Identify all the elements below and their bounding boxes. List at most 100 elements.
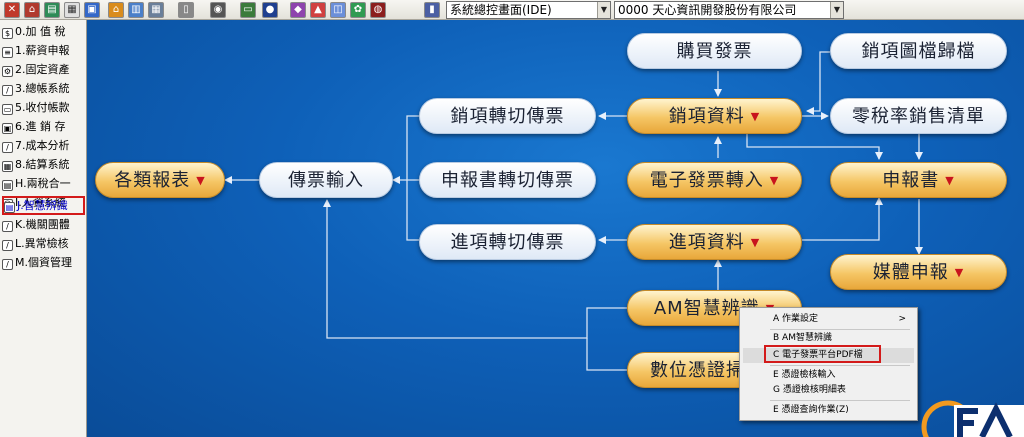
globe-icon[interactable]: ● <box>262 2 278 18</box>
sidebar-item-organizations[interactable]: /K.機關團體 <box>2 215 85 234</box>
menu-item-am-recognition[interactable]: B AM智慧辨識 <box>743 331 914 346</box>
menu-item-label: E 憑證檢核輸入 <box>773 370 836 380</box>
node-reports[interactable]: 各類報表 ▼ <box>95 162 225 198</box>
node-einvoice-import[interactable]: 電子發票轉入 ▼ <box>627 162 802 198</box>
node-label: 申報書轉切傳票 <box>441 170 574 191</box>
menu-item-voucher-query[interactable]: E 憑證查詢作業(Z) <box>743 403 914 418</box>
exit-icon[interactable]: ✕ <box>4 2 20 18</box>
sidebar-item-privacy[interactable]: /M.個資管理 <box>2 253 85 272</box>
pen-icon: / <box>2 221 13 232</box>
lock-icon[interactable]: ◆ <box>290 2 306 18</box>
monitor-icon[interactable]: ▭ <box>240 2 256 18</box>
ledger-icon[interactable]: ▤ <box>44 2 60 18</box>
sidebar-item-label: 7.成本分析 <box>15 139 70 152</box>
sidebar-item-vat[interactable]: $0.加 值 稅 <box>2 22 85 41</box>
dropdown-caret-icon[interactable]: ▼ <box>196 174 206 187</box>
highlight-callout <box>764 345 881 363</box>
image-icon[interactable]: ▲ <box>310 2 326 18</box>
menu-item-voucher-check-input[interactable]: E 憑證檢核輸入 <box>743 368 914 383</box>
sidebar-item-label: 2.固定資產 <box>15 63 70 76</box>
sidebar-item-label: 3.總帳系統 <box>15 82 70 95</box>
pen-icon: / <box>2 85 13 96</box>
node-label: 電子發票轉入 <box>649 170 764 191</box>
node-zero-tax-list[interactable]: 零稅率銷售清單 <box>830 98 1007 134</box>
screen-select-value: 系統總控畫面(IDE) <box>450 3 552 17</box>
menu-divider <box>770 400 910 401</box>
node-sales-archive[interactable]: 銷項圖檔歸檔 <box>830 33 1007 69</box>
home-icon[interactable]: ⌂ <box>24 2 40 18</box>
eye-icon[interactable]: ◉ <box>210 2 226 18</box>
sidebar: $0.加 值 稅 ≡1.薪資申報 ⚙2.固定資產 /3.總帳系統 ▭5.收付帳款… <box>0 20 87 437</box>
printer-icon[interactable]: ◍ <box>370 2 386 18</box>
chevron-down-icon[interactable]: ▼ <box>830 2 843 18</box>
sidebar-item-label: H.兩稅合一 <box>15 177 71 190</box>
calculator-icon[interactable]: ▦ <box>148 2 164 18</box>
sidebar-item-two-tax[interactable]: ▤H.兩稅合一 <box>2 174 85 193</box>
node-purchase-transfer[interactable]: 進項轉切傳票 <box>419 224 596 260</box>
node-label: 進項轉切傳票 <box>450 232 565 253</box>
building-icon[interactable]: ▮ <box>424 2 440 18</box>
scan-icon: ▤ <box>4 202 15 213</box>
sidebar-item-payroll[interactable]: ≡1.薪資申報 <box>2 41 85 60</box>
company-select-value: 0000 天心資訊開發股份有限公司 <box>618 3 797 17</box>
node-sales-transfer[interactable]: 銷項轉切傳票 <box>419 98 596 134</box>
node-purchase-data[interactable]: 進項資料▼ <box>627 224 802 260</box>
sidebar-item-label: L.異常檢核 <box>15 237 69 250</box>
folder-icon[interactable]: ▣ <box>84 2 100 18</box>
sidebar-item-fixed-assets[interactable]: ⚙2.固定資產 <box>2 60 85 79</box>
sidebar-item-inventory[interactable]: ▣6.進 銷 存 <box>2 117 85 136</box>
menu-item-label: E 憑證查詢作業(Z) <box>773 405 849 415</box>
menu-item-settings[interactable]: A 作業設定 > <box>743 312 914 327</box>
toolbar: ✕ ⌂ ▤ ▦ ▣ ⌂ ▥ ▦ ▯ ◉ ▭ ● ◆ ▲ ◫ ✿ ◍ ▮ 系統總控… <box>0 0 1024 20</box>
tool-icon[interactable]: ▯ <box>178 2 194 18</box>
network-icon[interactable]: ◫ <box>330 2 346 18</box>
node-label: 購買發票 <box>676 41 753 62</box>
pen-icon: / <box>2 240 13 251</box>
dropdown-caret-icon[interactable]: ▼ <box>750 110 761 123</box>
context-menu: A 作業設定 > B AM智慧辨識 C 電子發票平台PDF檔 E 憑證檢核輸入 G… <box>739 307 918 421</box>
dropdown-caret-icon[interactable]: ▼ <box>750 236 761 249</box>
node-sales-data[interactable]: 銷項資料▼ <box>627 98 802 134</box>
pen-icon: / <box>2 142 13 153</box>
menu-divider <box>770 329 910 330</box>
node-label: 各類報表 <box>114 170 191 191</box>
screen-select[interactable]: 系統總控畫面(IDE) ▼ <box>446 1 611 19</box>
sidebar-item-label: 6.進 銷 存 <box>15 120 66 133</box>
submenu-arrow-icon: > <box>898 314 906 324</box>
sidebar-item-general-ledger[interactable]: /3.總帳系統 <box>2 79 85 98</box>
node-label: 銷項圖檔歸檔 <box>861 41 976 62</box>
menu-item-label: C 電子發票平台PDF檔 <box>773 350 863 360</box>
sidebar-item-smart-recognition[interactable]: ▤J.智慧辨識 <box>2 196 85 215</box>
vat-icon: $ <box>2 28 13 39</box>
recycle-icon[interactable]: ✿ <box>350 2 366 18</box>
dropdown-caret-icon[interactable]: ▼ <box>769 174 780 187</box>
table-icon[interactable]: ⌂ <box>108 2 124 18</box>
box-icon: ▣ <box>2 123 13 134</box>
chevron-down-icon[interactable]: ▼ <box>597 2 610 18</box>
calculator-icon: ▦ <box>2 161 13 172</box>
sidebar-item-label: J.智慧辨識 <box>17 199 68 212</box>
sidebar-item-receivables[interactable]: ▭5.收付帳款 <box>2 98 85 117</box>
node-label: 零稅率銷售清單 <box>852 106 985 127</box>
sidebar-item-anomaly-check[interactable]: /L.異常檢核 <box>2 234 85 253</box>
node-declaration-transfer[interactable]: 申報書轉切傳票 <box>419 162 596 198</box>
dropdown-caret-icon[interactable]: ▼ <box>954 266 965 279</box>
sidebar-item-label: 8.結算系統 <box>15 158 70 171</box>
node-voucher-input[interactable]: 傳票輸入 <box>259 162 393 198</box>
node-label: 媒體申報 <box>872 262 949 283</box>
menu-item-label: B AM智慧辨識 <box>773 333 832 343</box>
report-icon[interactable]: ▦ <box>64 2 80 18</box>
menu-item-voucher-check-list[interactable]: G 憑證檢核明細表 <box>743 383 914 398</box>
sidebar-item-settlement[interactable]: ▦8.結算系統 <box>2 155 85 174</box>
company-logo <box>921 400 1024 437</box>
sidebar-item-cost-analysis[interactable]: /7.成本分析 <box>2 136 85 155</box>
node-media-declaration[interactable]: 媒體申報 ▼ <box>830 254 1007 290</box>
node-purchase-invoice[interactable]: 購買發票 <box>627 33 802 69</box>
menu-divider <box>770 365 910 366</box>
menu-item-einvoice-pdf[interactable]: C 電子發票平台PDF檔 <box>743 348 914 363</box>
chart-icon[interactable]: ▥ <box>128 2 144 18</box>
node-declaration[interactable]: 申報書▼ <box>830 162 1007 198</box>
company-select[interactable]: 0000 天心資訊開發股份有限公司 ▼ <box>614 1 844 19</box>
menu-item-label: A 作業設定 <box>773 314 819 324</box>
dropdown-caret-icon[interactable]: ▼ <box>945 174 955 187</box>
